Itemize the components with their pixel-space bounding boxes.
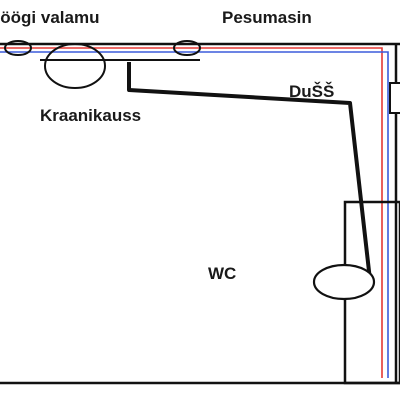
toilet-ellipse xyxy=(312,263,376,301)
shower-fixture xyxy=(389,82,400,114)
kitchen-sink-label: Köögi valamu xyxy=(0,8,99,27)
shower-label: DuŠŠ xyxy=(289,82,334,101)
washing-machine-label: Pesumasin xyxy=(222,8,312,27)
kitchen-sink-ellipse xyxy=(4,40,32,56)
cold-water-line xyxy=(0,51,389,378)
drain-pipe xyxy=(127,62,372,281)
washbasin-ellipse xyxy=(44,43,106,89)
washbasin-label: Kraanikauss xyxy=(40,106,141,125)
toilet-label: WC xyxy=(208,264,236,283)
supply-lines xyxy=(0,47,389,378)
washing-machine-ellipse xyxy=(173,40,201,56)
hot-water-line xyxy=(0,47,383,378)
